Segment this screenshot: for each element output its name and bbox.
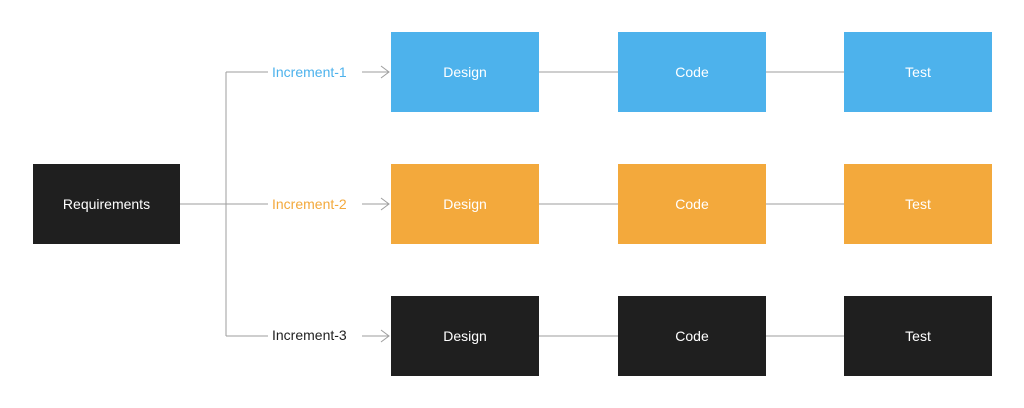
stage-label: Test	[905, 328, 931, 344]
increment-1-label: Increment-1	[272, 63, 362, 81]
stage-label: Test	[905, 196, 931, 212]
requirements-label: Requirements	[62, 196, 151, 212]
increment-1-design-box: Design	[391, 32, 539, 112]
stage-label: Code	[675, 64, 709, 80]
increment-1-test-box: Test	[844, 32, 992, 112]
branch-3-arrowhead	[380, 329, 390, 343]
stage-label: Test	[905, 64, 931, 80]
increment-3-design-box: Design	[391, 296, 539, 376]
branch-2-arrowhead	[380, 197, 390, 211]
stage-label: Design	[443, 328, 487, 344]
stage-label: Design	[443, 64, 487, 80]
increment-3-label: Increment-3	[272, 326, 362, 344]
stage-label: Code	[675, 196, 709, 212]
increment-2-test-box: Test	[844, 164, 992, 244]
increment-3-test-box: Test	[844, 296, 992, 376]
stage-label: Code	[675, 328, 709, 344]
increment-1-code-box: Code	[618, 32, 766, 112]
requirements-box: Requirements	[33, 164, 180, 244]
increment-2-design-box: Design	[391, 164, 539, 244]
branch-1-arrowhead	[380, 65, 390, 79]
increment-2-label: Increment-2	[272, 195, 362, 213]
increment-2-code-box: Code	[618, 164, 766, 244]
stage-label: Design	[443, 196, 487, 212]
increment-3-code-box: Code	[618, 296, 766, 376]
